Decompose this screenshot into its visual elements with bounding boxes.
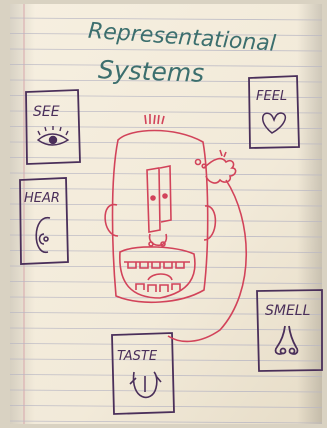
smell-label: SMELL [265, 303, 310, 319]
title-line-2: Systems [98, 55, 205, 88]
see-label: SEE [33, 104, 60, 120]
hear-label: HEAR [24, 191, 60, 206]
feel-label: FEEL [256, 89, 287, 104]
taste-label: TASTE [117, 349, 158, 364]
